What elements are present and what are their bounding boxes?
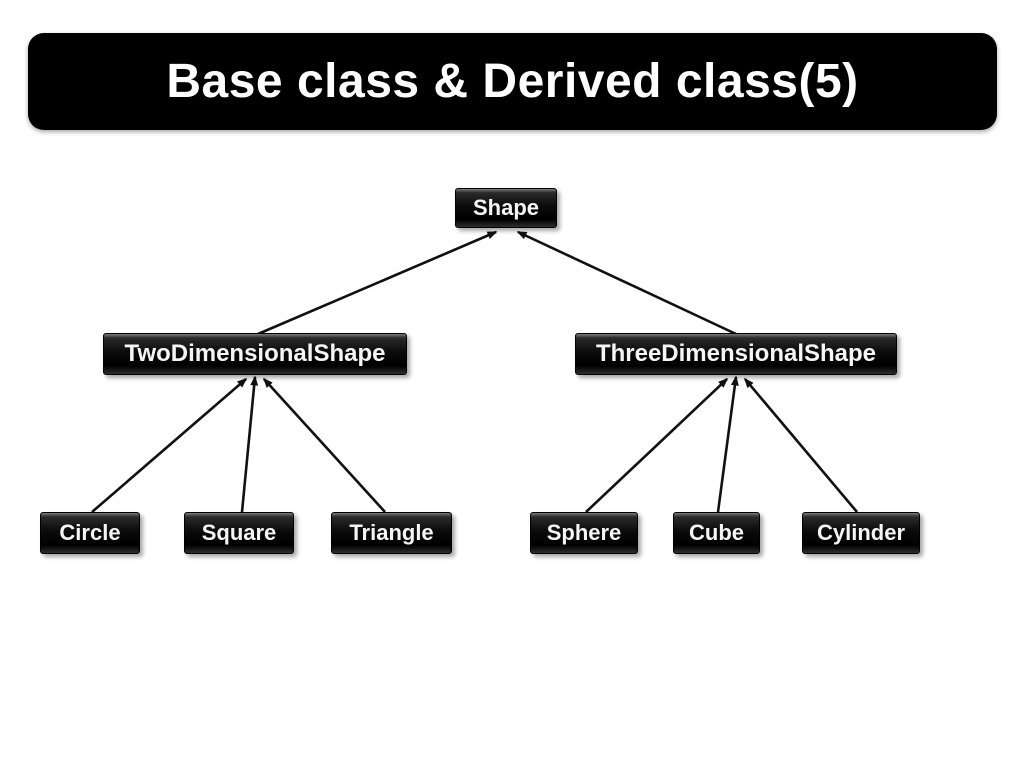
edge-square-to-twodimensionalshape: [240, 375, 259, 513]
class-node-square-label: Square: [201, 520, 277, 545]
class-node-sphere-label: Sphere: [546, 520, 622, 545]
edge-threedimensionalshape-to-shape: [516, 230, 737, 336]
class-node-circle-label: Circle: [59, 520, 121, 545]
edge-cube-to-threedimensionalshape: [716, 375, 739, 513]
class-node-square: Square: [184, 512, 294, 554]
class-node-three-dimensional-shape-label: ThreeDimensionalShape: [595, 340, 877, 367]
class-node-cube-label: Cube: [689, 520, 744, 545]
class-node-shape: Shape: [455, 188, 557, 228]
class-node-shape-label: Shape: [472, 195, 540, 220]
class-node-three-dimensional-shape: ThreeDimensionalShape: [575, 333, 897, 375]
class-node-two-dimensional-shape: TwoDimensionalShape: [103, 333, 407, 375]
edge-circle-to-twodimensionalshape: [91, 378, 248, 513]
edge-twodimensionalshape-to-shape: [257, 230, 498, 336]
class-node-cylinder-label: Cylinder: [816, 520, 906, 545]
class-node-sphere: Sphere: [530, 512, 638, 554]
class-node-cube: Cube: [673, 512, 760, 554]
class-node-cylinder: Cylinder: [802, 512, 920, 554]
edge-cylinder-to-threedimensionalshape: [744, 377, 858, 513]
class-node-triangle-label: Triangle: [349, 520, 434, 545]
class-node-circle: Circle: [40, 512, 140, 554]
class-node-triangle: Triangle: [331, 512, 452, 554]
edge-triangle-to-twodimensionalshape: [262, 377, 386, 513]
class-node-two-dimensional-shape-label: TwoDimensionalShape: [124, 340, 386, 367]
slide-title-bar: Base class & Derived class(5): [28, 33, 997, 130]
slide-title: Base class & Derived class(5): [166, 55, 859, 108]
edge-sphere-to-threedimensionalshape: [585, 377, 729, 513]
